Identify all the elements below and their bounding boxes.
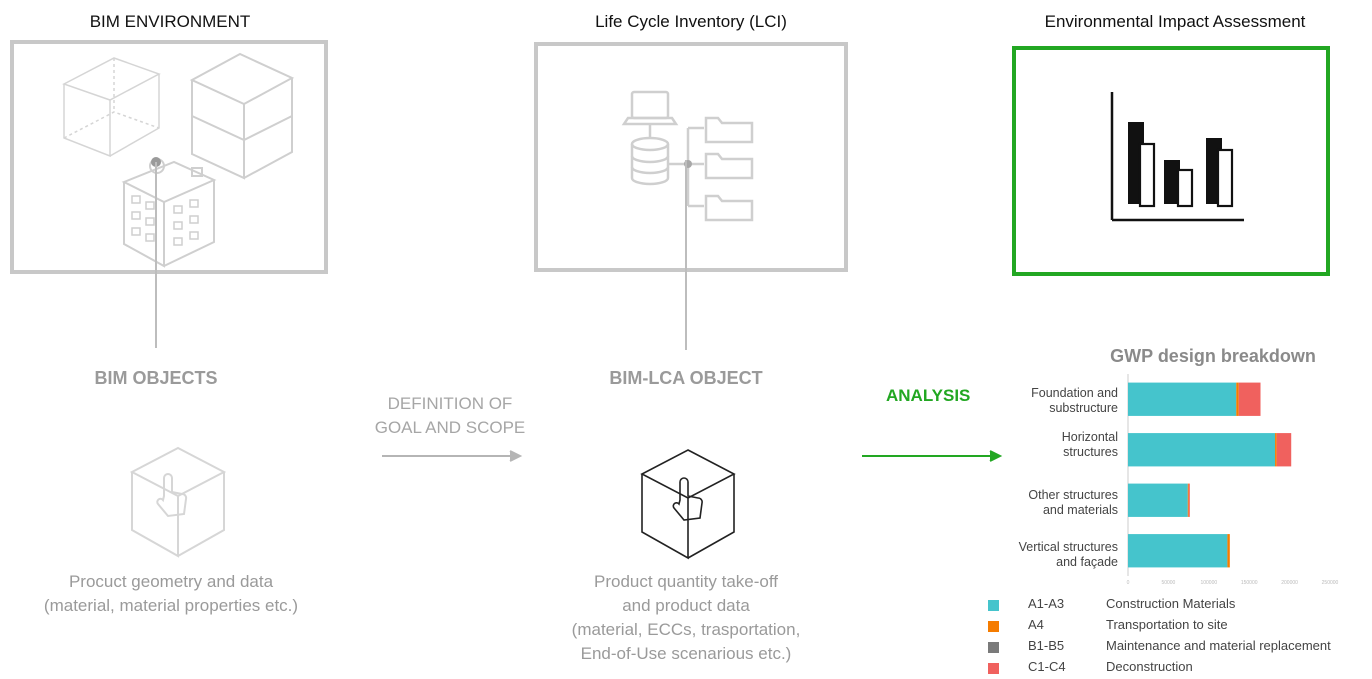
category-label-horizontal: Horizontal structures bbox=[1061, 430, 1118, 459]
bar-segment-a4-1 bbox=[1275, 433, 1277, 467]
bim-caption: Procuct geometry and data (material, mat… bbox=[43, 572, 299, 615]
legend-label: Transportation to site bbox=[1106, 617, 1228, 632]
legend-label: Deconstruction bbox=[1106, 659, 1193, 674]
bim-environment-panel bbox=[10, 40, 328, 274]
bim-panel-art bbox=[62, 52, 295, 268]
bim-objects-label: BIM OBJECTS bbox=[94, 368, 218, 388]
analysis-arrow bbox=[862, 450, 1003, 462]
lci-caption: Product quantity take-off and product da… bbox=[571, 572, 801, 663]
legend-code: A4 bbox=[1028, 617, 1044, 632]
legend-code: C1-C4 bbox=[1028, 659, 1066, 674]
lci-title: Life Cycle Inventory (LCI) bbox=[595, 12, 787, 31]
cube-pointer-icon bbox=[640, 449, 736, 560]
x-tick-label: 200000 bbox=[1281, 580, 1298, 586]
bar-segment-a1-a3-3 bbox=[1128, 534, 1228, 568]
legend-label: Maintenance and material replacement bbox=[1106, 638, 1331, 653]
x-tick-label: 50000 bbox=[1161, 580, 1175, 586]
x-tick-label: 250000 bbox=[1322, 580, 1339, 586]
category-label-other: Other structures and materials bbox=[1028, 488, 1118, 517]
chart-title: GWP design breakdown bbox=[1110, 346, 1316, 366]
folder-icon bbox=[668, 116, 754, 222]
x-tick-label: 100000 bbox=[1200, 580, 1217, 586]
bar-segment-c1-c4-0 bbox=[1238, 382, 1261, 416]
bar-segment-a4-2 bbox=[1187, 483, 1189, 517]
legend-swatch bbox=[988, 600, 999, 611]
legend-swatch bbox=[988, 621, 999, 632]
category-label-foundation: Foundation and substructure bbox=[1031, 386, 1118, 415]
eia-title: Environmental Impact Assessment bbox=[1044, 12, 1306, 31]
lci-panel bbox=[534, 42, 848, 272]
bar-chart-icon bbox=[1110, 92, 1244, 222]
gwp-chart-plot: 0 50000 100000 150000 200000 250000 bbox=[1127, 374, 1339, 586]
bar-segment-a1-a3-2 bbox=[1128, 483, 1188, 517]
eia-panel bbox=[1012, 46, 1330, 276]
category-label-vertical: Vertical structures and façade bbox=[1018, 540, 1118, 569]
bar-segment-a1-a3-1 bbox=[1128, 433, 1276, 467]
bar-segment-a4-3 bbox=[1227, 534, 1230, 568]
cube-pointer-icon bbox=[129, 446, 227, 558]
wireframe-cube-icon bbox=[62, 57, 161, 158]
definition-arrow bbox=[382, 450, 523, 462]
legend-code: A1-A3 bbox=[1028, 596, 1065, 611]
database-icon bbox=[630, 136, 670, 186]
bar-segment-c1-c4-2 bbox=[1188, 483, 1190, 517]
bar-segment-a1-a3-0 bbox=[1128, 382, 1237, 416]
x-tick-label: 0 bbox=[1127, 580, 1130, 586]
legend-code: B1-B5 bbox=[1028, 638, 1065, 653]
definition-goal-scope-label: DEFINITION OF GOAL AND SCOPE bbox=[374, 394, 526, 437]
legend-swatch bbox=[988, 663, 999, 674]
bar-segment-c1-c4-1 bbox=[1276, 433, 1292, 467]
stacked-cube-icon bbox=[189, 52, 295, 180]
legend-swatch bbox=[988, 642, 999, 653]
bim-environment-title: BIM ENVIRONMENT bbox=[89, 12, 251, 31]
x-tick-label: 150000 bbox=[1241, 580, 1258, 586]
bar-segment-a4-0 bbox=[1236, 382, 1239, 416]
analysis-label: ANALYSIS bbox=[886, 386, 971, 405]
chart-category-labels: Foundation and substructure Horizontal s… bbox=[980, 0, 1118, 677]
legend-label: Construction Materials bbox=[1106, 596, 1236, 611]
chart-legend: A1-A3 Construction Materials A4 Transpor… bbox=[988, 596, 1358, 676]
computer-icon bbox=[621, 90, 679, 138]
bim-lca-object-label: BIM-LCA OBJECT bbox=[609, 368, 763, 388]
